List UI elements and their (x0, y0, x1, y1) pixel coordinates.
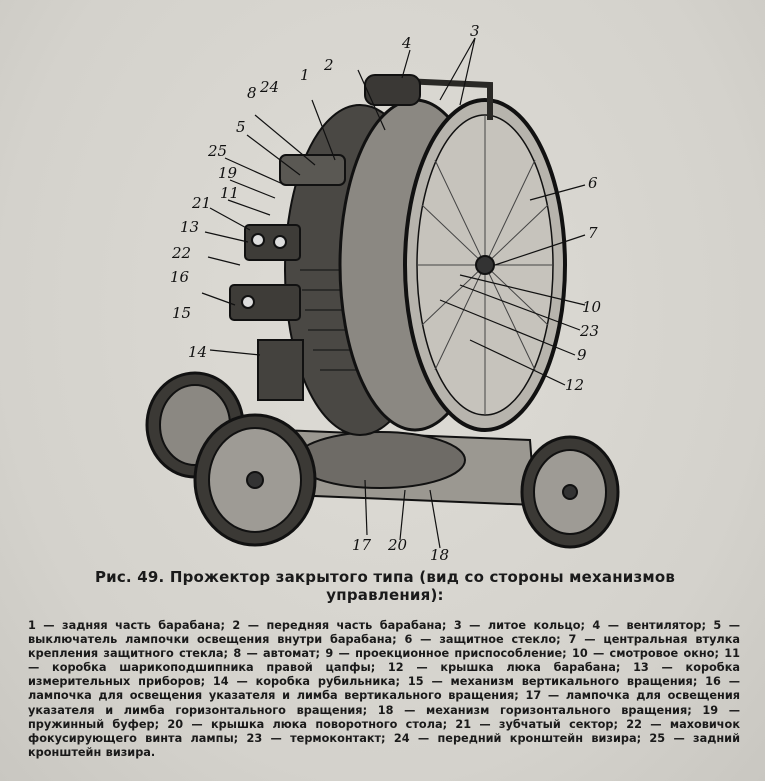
callout-11: 11 (220, 184, 239, 202)
callout-14: 14 (188, 343, 207, 361)
callout-25: 25 (207, 142, 227, 160)
vertical-mechanism (229, 284, 301, 321)
callout-8: 8 (247, 84, 257, 102)
callout-22: 22 (171, 244, 191, 262)
callout-24: 24 (259, 78, 279, 96)
central-hub (475, 255, 495, 275)
callout-18: 18 (430, 546, 449, 564)
switch-box (279, 154, 346, 186)
turntable (294, 431, 466, 489)
switch-box-14 (257, 339, 304, 401)
callout-19: 19 (218, 164, 238, 182)
callout-1: 1 (300, 66, 310, 84)
callout-12: 12 (565, 376, 584, 394)
callout-9: 9 (577, 346, 587, 364)
callout-16: 16 (170, 268, 190, 286)
fan-housing (364, 74, 421, 106)
caption-title-line-1: Рис. 49. Прожектор закрытого типа (вид с… (94, 568, 676, 586)
searchlight-illustration: 4 3 2 1 24 8 5 25 19 11 21 13 22 16 15 1… (130, 20, 640, 565)
callout-10: 10 (582, 298, 602, 316)
callout-23: 23 (579, 322, 599, 340)
callout-5: 5 (236, 118, 246, 136)
callout-21: 21 (191, 194, 211, 212)
callout-20: 20 (387, 536, 408, 554)
figure-legend: 1 — задняя часть барабана; 2 — передняя … (28, 619, 740, 759)
callout-3: 3 (470, 22, 480, 40)
wheels (145, 371, 620, 549)
callout-4: 4 (401, 34, 412, 52)
callout-13: 13 (180, 218, 199, 236)
searchlight-drawing: 4 3 2 1 24 8 5 25 19 11 21 13 22 16 15 1… (145, 22, 620, 564)
caption-title-line-2: управления): (326, 586, 444, 604)
callout-2: 2 (323, 56, 334, 74)
callout-17: 17 (352, 536, 372, 554)
callout-6: 6 (588, 174, 598, 192)
callout-7: 7 (588, 224, 598, 242)
figure-caption-title: Рис. 49. Прожектор закрытого типа (вид с… (40, 568, 730, 604)
callout-15: 15 (172, 304, 191, 322)
